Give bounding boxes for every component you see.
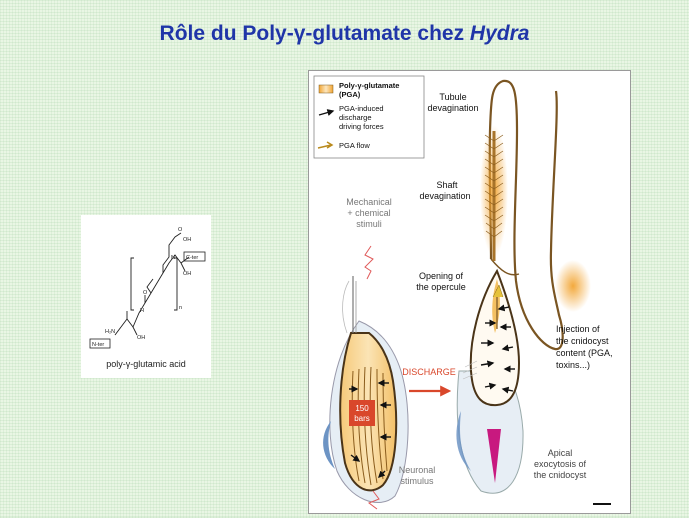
opening-label-line2: the opercule bbox=[416, 282, 466, 292]
legend-forces-line2: discharge bbox=[339, 113, 372, 122]
legend-forces-line1: PGA-induced bbox=[339, 104, 384, 113]
atom-o-top: O bbox=[178, 227, 183, 233]
toxin-exocytosis bbox=[487, 429, 501, 483]
legend-pga-line1: Poly-γ-glutamate bbox=[339, 81, 399, 90]
intact-basal-cap bbox=[323, 421, 335, 469]
apical-label-line1: Apical bbox=[548, 448, 573, 458]
atom-oh-bottom: OH bbox=[137, 335, 145, 341]
tubule bbox=[488, 79, 591, 351]
shaft-label-line1: Shaft bbox=[436, 180, 458, 190]
tubule-label-line1: Tubule bbox=[439, 92, 466, 102]
shaft bbox=[480, 125, 508, 261]
hydra-cnidocyst-figure: Poly-γ-glutamate (PGA) PGA-induced disch… bbox=[308, 70, 631, 514]
intact-capsule: 150 bars bbox=[323, 276, 409, 504]
opening-label-line1: Opening of bbox=[419, 271, 464, 281]
injection-label-line3: content (PGA, bbox=[556, 348, 613, 358]
neuronal-label-line1: Neuronal bbox=[399, 465, 436, 475]
discharged-force-arrows bbox=[480, 304, 515, 394]
pga-injection-glow bbox=[555, 260, 591, 312]
c-ter-label: C-ter bbox=[186, 255, 198, 261]
chemical-structure-panel: O OH N OH O H n H₂N OH C-ter N-ter poly-… bbox=[81, 215, 211, 378]
injection-label-line1: Injection of bbox=[556, 324, 600, 334]
shaft-label-line2: devagination bbox=[419, 191, 470, 201]
injection-label-line4: toxins...) bbox=[556, 360, 590, 370]
repeat-index: n bbox=[179, 305, 182, 311]
force-arrow-icon bbox=[318, 109, 335, 116]
mechanical-label-line1: Mechanical bbox=[346, 197, 392, 207]
mechanical-stimulus-icon bbox=[364, 245, 374, 280]
legend-flow: PGA flow bbox=[339, 141, 370, 150]
pressure-badge bbox=[349, 400, 375, 426]
slide-title: Rôle du Poly-γ-glutamate chez Hydra bbox=[0, 22, 689, 46]
discharged-basal-cap bbox=[456, 411, 471, 471]
atom-n: N bbox=[171, 255, 175, 261]
n-ter-box bbox=[89, 338, 111, 349]
pressure-unit: bars bbox=[354, 414, 370, 423]
apical-label-line3: the cnidocyst bbox=[534, 470, 587, 480]
neuronal-label-line2: stimulus bbox=[400, 476, 434, 486]
atom-oh-right: OH bbox=[183, 271, 191, 277]
mechanical-label-line3: stimuli bbox=[356, 219, 382, 229]
legend: Poly-γ-glutamate (PGA) PGA-induced disch… bbox=[313, 75, 425, 159]
apical-label-line2: exocytosis of bbox=[534, 459, 587, 469]
n-ter-label: N-ter bbox=[92, 342, 104, 348]
tubule-label-line2: devagination bbox=[427, 103, 478, 113]
legend-forces-line3: driving forces bbox=[339, 122, 384, 131]
pressure-value: 150 bbox=[355, 404, 369, 413]
pga-swatch-icon bbox=[318, 84, 334, 94]
tubule-path bbox=[488, 79, 564, 351]
discharge-label: DISCHARGE bbox=[402, 367, 456, 377]
title-prefix: Rôle du Poly-γ-glutamate chez bbox=[159, 22, 470, 45]
injection-label-line2: the cnidocyst bbox=[556, 336, 609, 346]
title-organism: Hydra bbox=[469, 22, 530, 45]
atom-o-mid: O bbox=[143, 290, 148, 296]
discharged-capsule bbox=[456, 268, 524, 494]
atom-h-mid: H bbox=[140, 308, 144, 314]
atom-oh-top: OH bbox=[183, 237, 191, 243]
c-ter-box bbox=[183, 251, 206, 262]
chemical-caption: poly-γ-glutamic acid bbox=[106, 359, 186, 369]
neuronal-stimulus-icon bbox=[367, 490, 380, 510]
cnidocyst-discharge-diagram: Poly-γ-glutamate (PGA) PGA-induced disch… bbox=[313, 75, 613, 510]
poly-gamma-glutamic-acid-structure: O OH N OH O H n H₂N OH C-ter N-ter poly-… bbox=[89, 227, 206, 369]
pga-flow-marker bbox=[492, 284, 504, 298]
atom-h2n: H₂N bbox=[105, 329, 115, 335]
legend-pga-line2: (PGA) bbox=[339, 90, 361, 99]
pga-flow-arrow-icon bbox=[317, 141, 334, 149]
mechanical-label-line2: + chemical bbox=[347, 208, 390, 218]
